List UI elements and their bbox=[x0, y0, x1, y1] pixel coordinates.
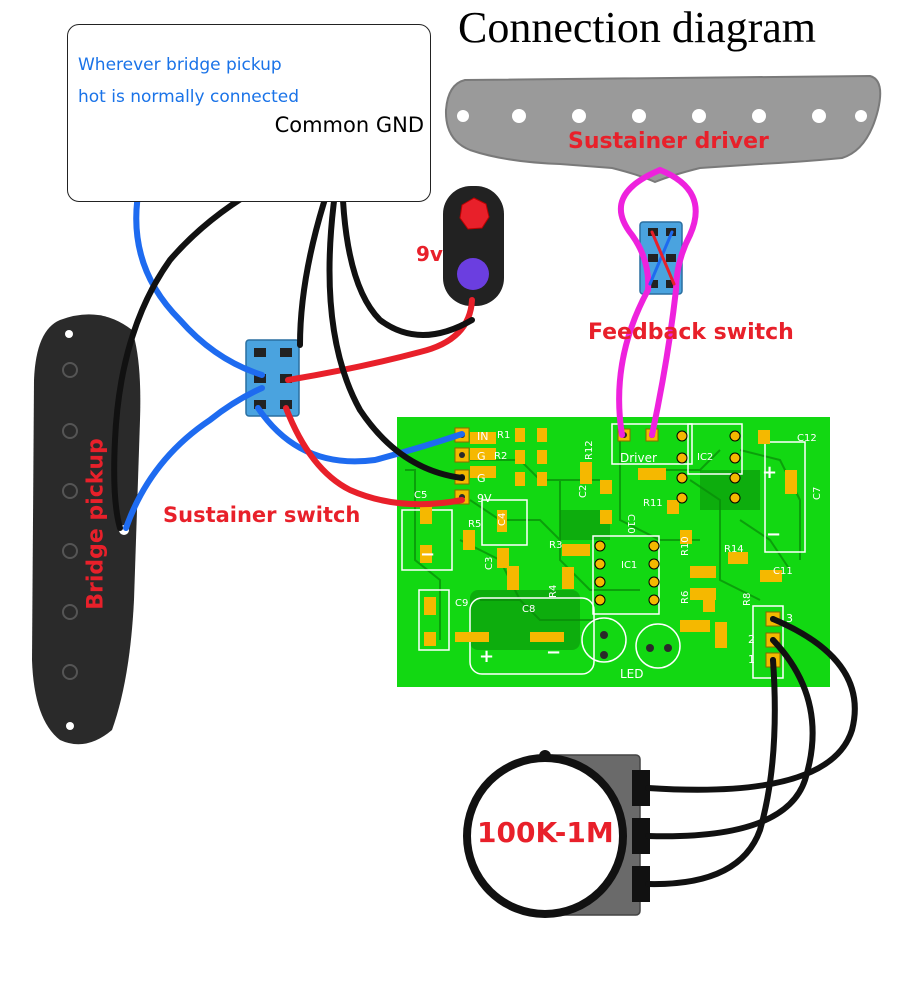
battery-connector bbox=[443, 186, 504, 306]
svg-text:IC2: IC2 bbox=[697, 452, 713, 463]
feedback-cross-red bbox=[650, 230, 676, 286]
page-title: Connection diagram bbox=[458, 3, 817, 52]
red-wire-9v bbox=[283, 405, 465, 508]
blue-wire-pickup bbox=[123, 385, 265, 531]
black-wire-battery bbox=[338, 147, 475, 338]
svg-text:+: + bbox=[762, 462, 777, 483]
sustainer-driver-label: Sustainer driver bbox=[568, 129, 769, 154]
common-gnd-label: Common GND bbox=[274, 113, 424, 137]
pot-wire-3 bbox=[645, 616, 858, 793]
svg-text:−: − bbox=[546, 642, 561, 663]
pot-wire-1 bbox=[645, 657, 778, 888]
svg-text:R5: R5 bbox=[468, 519, 481, 530]
bridge-pickup-label: Bridge pickup bbox=[83, 438, 109, 610]
pin-label-g1: G bbox=[477, 450, 486, 463]
pin-label-9v: 9V bbox=[477, 492, 492, 505]
svg-text:C3: C3 bbox=[484, 557, 495, 570]
svg-text:R3: R3 bbox=[549, 540, 562, 551]
potentiometer bbox=[463, 750, 650, 918]
red-wire-battery bbox=[285, 297, 475, 383]
svg-text:C10: C10 bbox=[625, 514, 636, 534]
svg-text:+: + bbox=[479, 646, 494, 667]
sustainer-driver-pickup bbox=[444, 74, 882, 184]
svg-text:R4: R4 bbox=[548, 585, 559, 598]
driver-pole-pieces bbox=[457, 109, 867, 123]
svg-text:C7: C7 bbox=[812, 487, 823, 500]
pin-label-3: 3 bbox=[786, 612, 793, 625]
svg-text:R6: R6 bbox=[680, 591, 691, 604]
svg-text:R2: R2 bbox=[494, 451, 507, 462]
svg-text:C8: C8 bbox=[522, 604, 535, 615]
svg-text:R11: R11 bbox=[643, 498, 663, 509]
pin-label-1: 1 bbox=[748, 653, 755, 666]
black-wire-pickup bbox=[111, 147, 345, 531]
black-wire-gnd bbox=[326, 147, 465, 481]
svg-text:C4: C4 bbox=[497, 513, 508, 526]
pin-label-2: 2 bbox=[748, 633, 755, 646]
svg-text:R14: R14 bbox=[724, 544, 744, 555]
battery-label: 9v bbox=[416, 242, 443, 266]
feedback-cross-blue bbox=[648, 230, 674, 286]
component-designators: R1 R2 R3 R4 R5 R6 R8 R10 R11 R12 R14 C2 … bbox=[414, 430, 823, 615]
driver-label: Driver bbox=[620, 451, 657, 465]
potentiometer-label: 100K-1M bbox=[477, 816, 614, 849]
svg-text:R1: R1 bbox=[497, 430, 510, 441]
pcb-board: IN G G 9V 3 2 1 Driver LED R1 R2 R3 R4 R… bbox=[397, 417, 830, 687]
svg-text:−: − bbox=[766, 524, 781, 545]
svg-text:R10: R10 bbox=[680, 536, 691, 556]
svg-text:C11: C11 bbox=[773, 566, 793, 577]
svg-text:R8: R8 bbox=[742, 593, 753, 606]
svg-text:−: − bbox=[420, 544, 435, 565]
pin-label-in: IN bbox=[477, 430, 488, 443]
pin-label-g2: G bbox=[477, 472, 486, 485]
note-box: Wherever bridge pickup hot is normally c… bbox=[67, 24, 431, 202]
blue-wire-in bbox=[255, 405, 465, 465]
feedback-switch-label: Feedback switch bbox=[588, 320, 794, 345]
note-line-2: hot is normally connected bbox=[78, 87, 299, 107]
sustainer-switch-label: Sustainer switch bbox=[163, 503, 361, 527]
svg-text:C5: C5 bbox=[414, 490, 427, 501]
magenta-wire-left bbox=[616, 167, 663, 438]
pot-wire-2 bbox=[645, 637, 816, 840]
svg-text:IC1: IC1 bbox=[621, 560, 637, 571]
svg-text:C9: C9 bbox=[455, 598, 468, 609]
svg-text:C2: C2 bbox=[578, 485, 589, 498]
svg-text:C12: C12 bbox=[797, 433, 817, 444]
svg-text:R12: R12 bbox=[584, 440, 595, 460]
magenta-wire-right bbox=[649, 167, 699, 438]
led-label: LED bbox=[620, 667, 644, 681]
note-line-1: Wherever bridge pickup bbox=[78, 55, 282, 75]
